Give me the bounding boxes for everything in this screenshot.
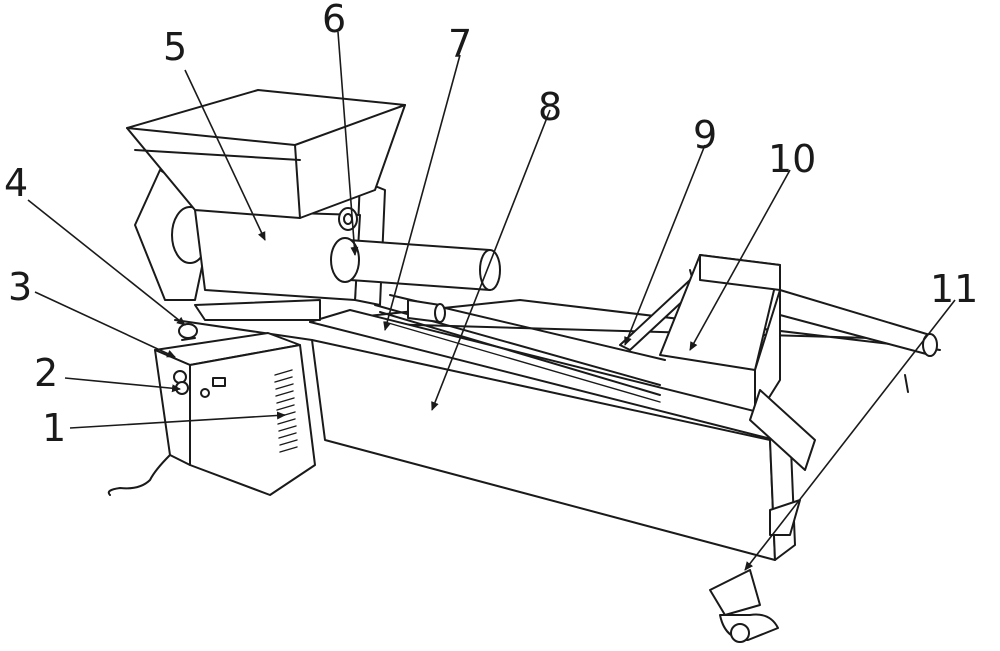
callout-2: 2 <box>34 351 58 395</box>
conveyor-end <box>922 333 938 357</box>
knob-top <box>178 323 198 339</box>
power-cable <box>107 454 171 496</box>
leader-9 <box>624 144 706 346</box>
tube-end <box>479 249 501 291</box>
leader-5 <box>184 69 266 241</box>
base-front-edge <box>174 319 313 341</box>
small-pipe <box>407 299 446 323</box>
trough-inner-edge-2 <box>379 311 661 396</box>
leg-wheel <box>730 623 750 643</box>
callout-labels: 1 2 3 4 5 6 7 8 9 10 11 <box>4 0 978 450</box>
callout-11: 11 <box>930 267 978 311</box>
trough-frame <box>309 294 941 561</box>
callout-4: 4 <box>4 161 28 205</box>
chute-plate <box>749 389 816 471</box>
callout-8: 8 <box>538 85 562 129</box>
conveyor-body <box>779 289 931 356</box>
callout-9: 9 <box>693 113 717 157</box>
leader-3 <box>34 291 176 358</box>
vent-grille <box>274 369 298 453</box>
callout-6: 6 <box>322 0 346 41</box>
base-plate <box>194 299 321 321</box>
indicator-light <box>200 388 210 398</box>
knob-stem <box>181 337 196 341</box>
leader-2 <box>64 377 181 393</box>
cutter-housing <box>659 254 781 421</box>
leader-8 <box>431 109 551 411</box>
trough-inner-edge-3 <box>384 321 661 403</box>
hopper-funnel <box>126 89 406 219</box>
leader-10 <box>689 169 791 351</box>
switch-1 <box>173 370 187 384</box>
hopper-rim-right <box>294 104 406 146</box>
output-conveyor <box>779 289 938 393</box>
hopper-rim-front <box>126 127 296 146</box>
hopper-lip <box>134 149 301 161</box>
callout-10: 10 <box>768 137 816 181</box>
discharge-chute <box>709 389 816 643</box>
control-box <box>107 323 316 496</box>
control-box-left <box>154 349 191 466</box>
leg-clamp-upper <box>709 569 761 616</box>
small-port-inner <box>343 213 353 225</box>
display-window <box>212 377 226 387</box>
small-pipe-end <box>434 303 446 323</box>
leader-1 <box>69 411 286 429</box>
callout-3: 3 <box>8 265 32 309</box>
base-frame <box>174 299 321 341</box>
leader-7 <box>383 54 461 331</box>
leader-4 <box>27 199 186 326</box>
hopper <box>126 89 406 306</box>
callout-5: 5 <box>163 25 187 69</box>
leader-lines <box>27 31 956 571</box>
hopper-crease <box>294 144 301 219</box>
callout-7: 7 <box>448 22 472 66</box>
leader-6 <box>337 31 359 256</box>
callout-1: 1 <box>42 406 66 450</box>
conveyor-foot <box>904 374 909 393</box>
leader-11 <box>744 299 956 571</box>
